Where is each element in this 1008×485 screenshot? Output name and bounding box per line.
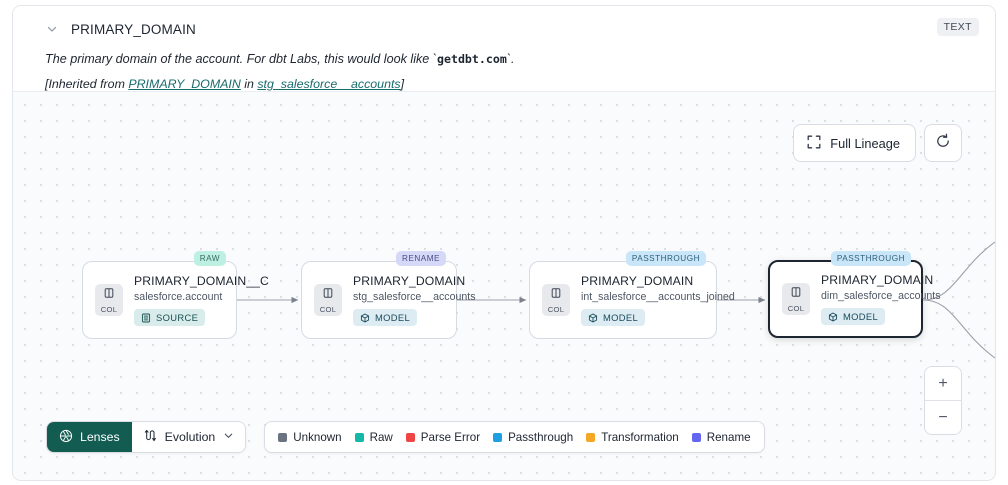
full-lineage-label: Full Lineage: [830, 135, 900, 151]
database-icon: [141, 313, 151, 323]
node-kind-badge: SOURCE: [134, 309, 206, 326]
node-tag: PASSTHROUGH: [830, 251, 911, 266]
canvas-bottom-bar: Lenses Evolution: [46, 421, 765, 453]
node-name: PRIMARY_DOMAIN: [353, 274, 466, 288]
cube-icon: [360, 313, 370, 323]
lineage-legend: Unknown Raw Parse Error Passthrough: [264, 421, 765, 453]
column-chip-label: COL: [100, 305, 118, 314]
column-detail-card: PRIMARY_DOMAIN TEXT The primary domain o…: [12, 5, 996, 481]
column-header: PRIMARY_DOMAIN TEXT The primary domain o…: [13, 6, 995, 91]
node-name: PRIMARY_DOMAIN: [581, 274, 694, 288]
column-chip-label: COL: [319, 305, 337, 314]
legend-label: Unknown: [293, 430, 342, 444]
column-chip: COL: [95, 284, 123, 316]
evolution-label: Evolution: [164, 430, 216, 444]
canvas-top-controls: Full Lineage: [793, 124, 962, 162]
node-subtitle: salesforce.account: [134, 291, 223, 303]
legend-item: Transformation: [586, 431, 679, 444]
node-kind-badge: MODEL: [353, 309, 418, 326]
node-tag: RAW: [193, 251, 226, 266]
zoom-in-button[interactable]: +: [925, 367, 961, 400]
cube-icon: [828, 312, 838, 322]
legend-swatch: [354, 432, 364, 442]
description-code: getdbt.com: [437, 52, 507, 66]
legend-label: Transformation: [601, 430, 679, 444]
lineage-node[interactable]: RAW COL PRIMARY_DOMAIN__C salesforce.acc…: [82, 251, 269, 339]
lenses-evolution-group: Lenses Evolution: [46, 421, 247, 453]
node-name: PRIMARY_DOMAIN: [821, 273, 934, 287]
column-icon: [550, 286, 562, 304]
legend-label: Rename: [706, 430, 751, 444]
column-icon: [322, 286, 334, 304]
header-title-row: PRIMARY_DOMAIN: [29, 18, 979, 40]
lineage-node[interactable]: RENAME COL PRIMARY_DOMAIN stg_salesforce…: [301, 251, 476, 339]
node-kind-label: MODEL: [843, 311, 879, 322]
legend-label: Passthrough: [508, 430, 574, 444]
lenses-button[interactable]: Lenses: [47, 422, 132, 452]
legend-swatch: [278, 432, 288, 442]
node-tag: PASSTHROUGH: [625, 251, 706, 266]
description-prefix: The primary domain of the account. For d…: [45, 52, 437, 66]
inherited-mid: in: [240, 77, 258, 91]
cube-icon: [588, 313, 598, 323]
column-icon: [103, 286, 115, 304]
chevron-down-icon: [223, 430, 234, 444]
legend-swatch: [493, 432, 503, 442]
refresh-button[interactable]: [924, 124, 962, 162]
evolution-icon: [143, 429, 157, 446]
node-subtitle: int_salesforce__accounts_joined: [581, 291, 735, 303]
column-chip: COL: [782, 283, 810, 315]
evolution-dropdown[interactable]: Evolution: [131, 422, 246, 452]
legend-swatch: [586, 432, 596, 442]
lineage-canvas[interactable]: Full Lineage RAW: [13, 91, 995, 480]
legend-label: Parse Error: [420, 430, 481, 444]
aperture-icon: [59, 429, 73, 446]
legend-item: Unknown: [278, 430, 342, 444]
node-kind-badge: MODEL: [821, 308, 886, 325]
lineage-node-selected[interactable]: PASSTHROUGH COL PRIMARY_DOMAIN dim_sales…: [768, 251, 941, 338]
column-chip-label: COL: [787, 304, 805, 313]
inherited-close: ]: [400, 77, 405, 91]
node-kind-label: MODEL: [375, 312, 411, 323]
column-chip-label: COL: [547, 305, 565, 314]
lenses-label: Lenses: [80, 430, 120, 444]
node-name: PRIMARY_DOMAIN__C: [134, 274, 269, 288]
description-suffix: `.: [506, 52, 515, 66]
type-badge: TEXT: [936, 18, 979, 36]
legend-swatch: [691, 432, 701, 442]
column-chip: COL: [314, 284, 342, 316]
chevron-down-icon[interactable]: [45, 22, 59, 36]
node-tag: RENAME: [395, 251, 446, 266]
column-icon: [790, 285, 802, 303]
inherited-column-link[interactable]: PRIMARY_DOMAIN: [128, 77, 241, 91]
full-lineage-button[interactable]: Full Lineage: [793, 124, 916, 162]
node-subtitle: stg_salesforce__accounts: [353, 291, 476, 303]
node-kind-label: MODEL: [603, 312, 639, 323]
legend-item: Passthrough: [493, 431, 573, 444]
zoom-out-button[interactable]: −: [925, 401, 961, 434]
legend-item: Raw: [354, 430, 393, 444]
inherited-open: [Inherited from: [45, 77, 129, 91]
legend-label: Raw: [369, 430, 393, 444]
zoom-separator: [925, 400, 961, 401]
node-body: PRIMARY_DOMAIN dim_salesforce_accounts M…: [821, 273, 941, 325]
node-body: PRIMARY_DOMAIN__C salesforce.account SOU…: [134, 274, 269, 326]
zoom-controls: + −: [924, 366, 962, 435]
legend-item: Rename: [691, 430, 751, 444]
legend-item: Parse Error: [405, 430, 481, 444]
column-chip: COL: [542, 284, 570, 316]
column-description: The primary domain of the account. For d…: [29, 51, 979, 68]
expand-icon: [807, 135, 821, 152]
node-subtitle: dim_salesforce_accounts: [821, 290, 941, 302]
legend-swatch: [405, 432, 415, 442]
inherited-from-line: [Inherited from PRIMARY_DOMAIN in stg_sa…: [29, 77, 979, 91]
inherited-model-link[interactable]: stg_salesforce__accounts: [257, 77, 401, 91]
refresh-icon: [935, 133, 951, 154]
node-body: PRIMARY_DOMAIN int_salesforce__accounts_…: [581, 274, 735, 326]
node-body: PRIMARY_DOMAIN stg_salesforce__accounts …: [353, 274, 476, 326]
lineage-node[interactable]: PASSTHROUGH COL PRIMARY_DOMAIN int_sales…: [529, 251, 735, 339]
node-kind-label: SOURCE: [156, 312, 199, 323]
page-title: PRIMARY_DOMAIN: [71, 21, 196, 37]
node-kind-badge: MODEL: [581, 309, 646, 326]
